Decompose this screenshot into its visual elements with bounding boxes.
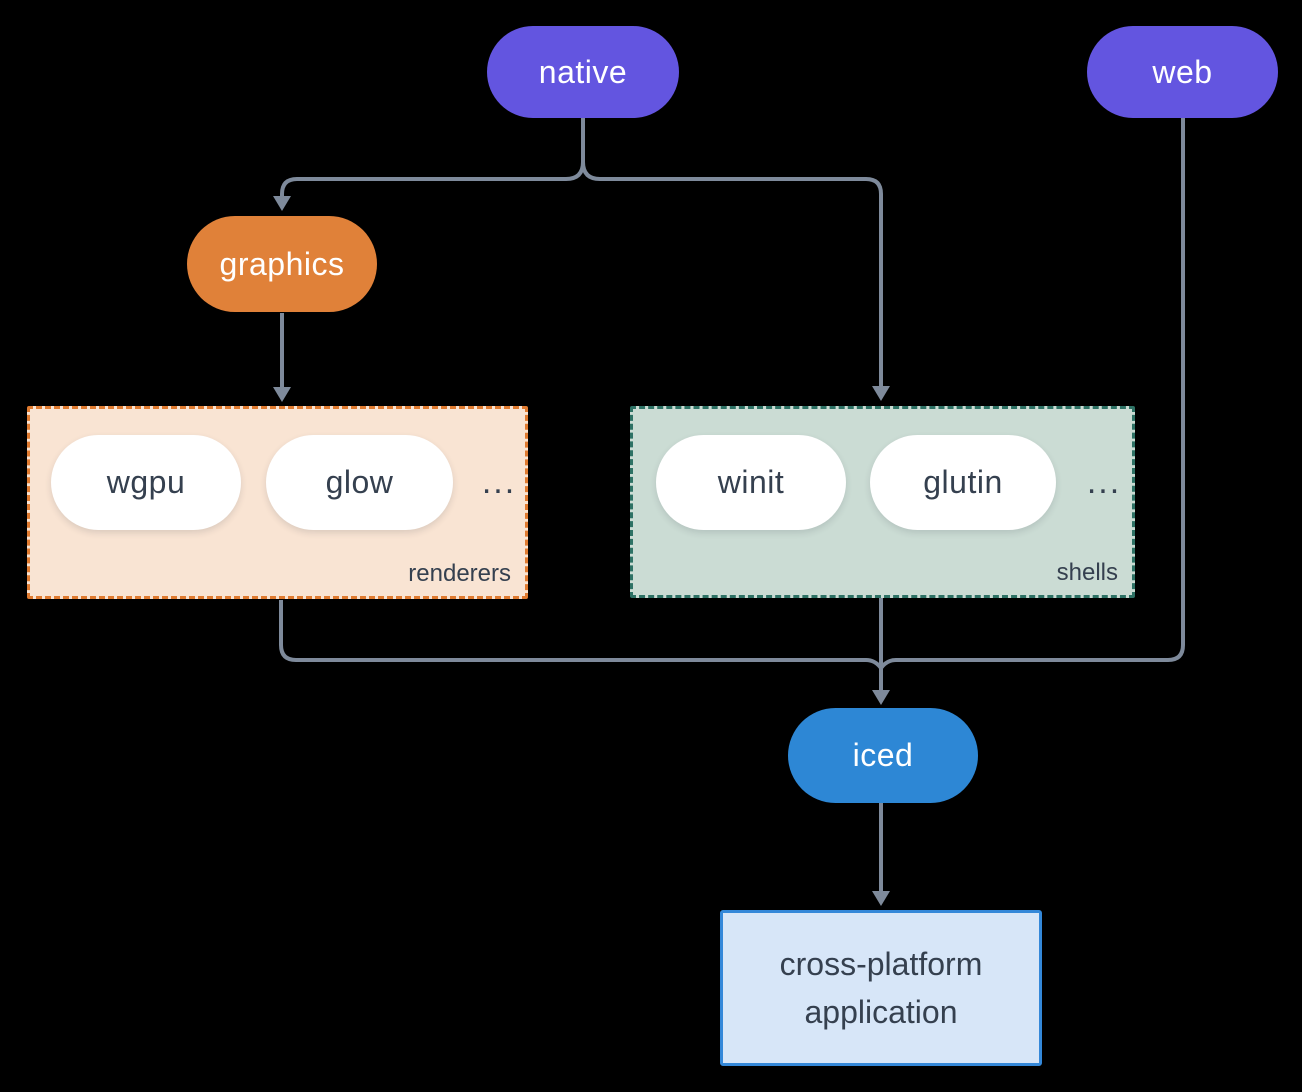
node-graphics: graphics <box>187 216 377 312</box>
node-iced: iced <box>788 708 978 803</box>
arrowhead-into-app <box>872 891 890 906</box>
arrowhead-into-renderers <box>273 387 291 402</box>
group-renderers-label: renderers <box>408 560 511 587</box>
node-wgpu: wgpu <box>51 435 241 530</box>
node-glow: glow <box>266 435 453 530</box>
app-label-line1: cross-platform <box>779 946 983 982</box>
node-wgpu-label: wgpu <box>106 464 186 500</box>
node-glow-label: glow <box>325 464 394 500</box>
node-glutin: glutin <box>870 435 1056 530</box>
arrowhead-into-iced <box>872 690 890 705</box>
edge-native-shells <box>581 118 883 387</box>
shells-ellipsis: ... <box>1086 463 1122 501</box>
node-iced-label: iced <box>852 737 914 773</box>
renderers-ellipsis: ... <box>481 463 517 501</box>
node-winit: winit <box>656 435 846 530</box>
node-web-label: web <box>1152 53 1213 90</box>
node-native: native <box>487 26 679 118</box>
node-native-label: native <box>538 53 628 90</box>
arrowhead-into-shells <box>872 386 890 401</box>
node-web: web <box>1087 26 1278 118</box>
group-shells: winit glutin ... shells <box>630 406 1135 598</box>
node-glutin-label: glutin <box>923 464 1003 500</box>
node-winit-label: winit <box>717 464 785 500</box>
node-cross-platform-application: cross-platform application <box>720 910 1042 1066</box>
arrowhead-into-graphics <box>273 196 291 211</box>
node-graphics-label: graphics <box>219 245 345 282</box>
edge-renderers-junction <box>279 600 883 670</box>
edge-native-graphics <box>280 118 585 197</box>
edge-web-junction <box>879 118 1185 670</box>
group-shells-label: shells <box>1056 559 1118 586</box>
group-renderers: wgpu glow ... renderers <box>27 406 528 599</box>
app-label-line2: application <box>804 994 958 1030</box>
